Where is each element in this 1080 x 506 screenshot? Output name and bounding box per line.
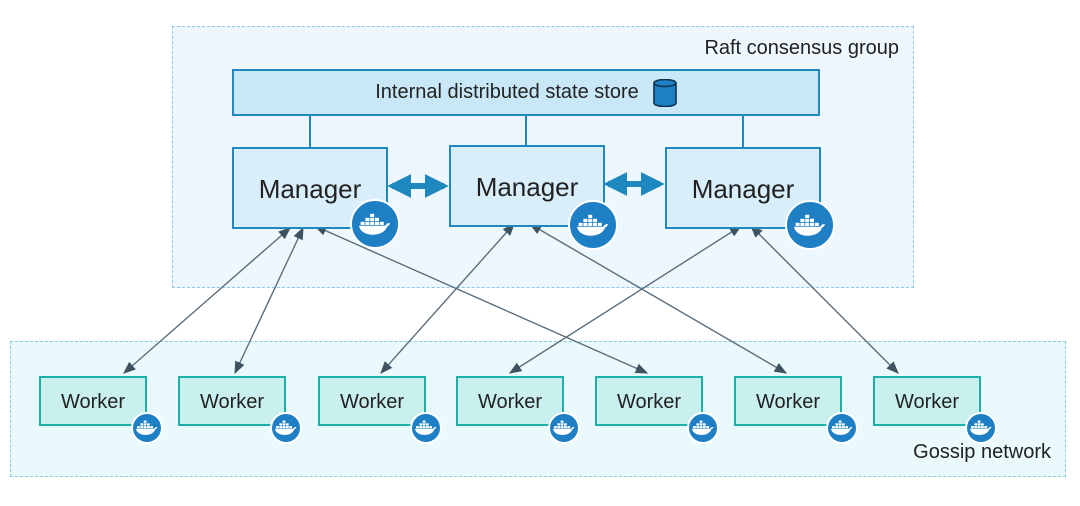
manager-label: Manager [475,172,579,202]
worker-label: Worker [894,391,960,413]
internal-state-store: Internal distributed state store [232,69,820,116]
docker-whale-icon [687,412,719,444]
manager-node-3: Manager [665,147,821,229]
docker-whale-icon [785,200,835,250]
worker-label: Worker [755,391,821,413]
gossip-network-label: Gossip network [913,441,1051,463]
link-manager2-worker6 [528,223,788,374]
link-manager3-worker4 [508,225,743,374]
worker-node-4: Worker [456,376,564,426]
link-manager3-worker7 [750,225,899,374]
database-icon [652,78,677,107]
docker-whale-icon [965,412,997,444]
raft-group-label: Raft consensus group [704,37,899,59]
docker-whale-icon [568,200,618,250]
worker-node-1: Worker [39,376,147,426]
docker-whale-icon [131,412,163,444]
worker-node-2: Worker [178,376,286,426]
manager-label: Manager [691,174,795,204]
docker-whale-icon [548,412,580,444]
link-manager1-worker1 [123,227,291,374]
worker-label: Worker [199,391,265,413]
worker-label: Worker [339,391,405,413]
manager-label: Manager [258,174,362,204]
docker-whale-icon [826,412,858,444]
worker-label: Worker [616,391,682,413]
manager-node-2: Manager [449,145,605,227]
worker-node-7: Worker [873,376,981,426]
worker-label: Worker [477,391,543,413]
worker-label: Worker [60,391,126,413]
worker-node-6: Worker [734,376,842,426]
docker-whale-icon [350,199,400,249]
docker-whale-icon [410,412,442,444]
state-store-label: Internal distributed state store [375,81,639,103]
worker-node-5: Worker [595,376,703,426]
link-manager2-worker3 [380,223,515,374]
link-manager1-worker2 [234,226,304,375]
docker-whale-icon [270,412,302,444]
worker-node-3: Worker [318,376,426,426]
